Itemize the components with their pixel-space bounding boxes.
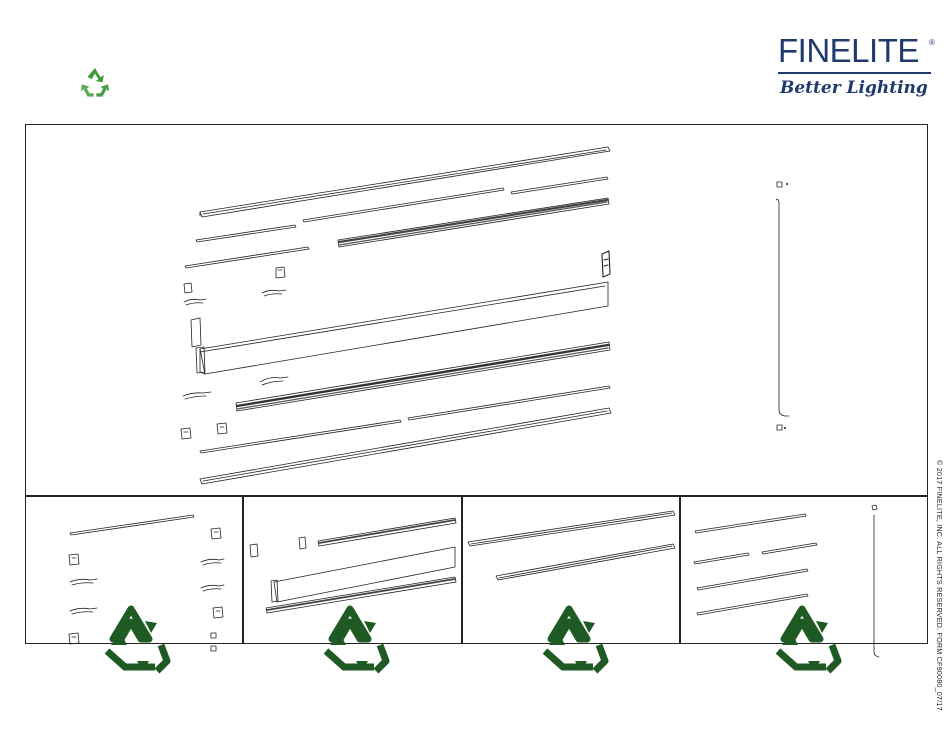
reflector-channel bbox=[236, 342, 610, 411]
top-channel bbox=[200, 147, 610, 217]
spring-clip bbox=[184, 299, 206, 305]
recycle-icon bbox=[545, 609, 605, 671]
end-bracket bbox=[602, 251, 610, 277]
spring-clip bbox=[260, 377, 288, 385]
thin-rail bbox=[695, 514, 806, 533]
spring-clip bbox=[70, 579, 97, 585]
diffuser-strip bbox=[338, 198, 609, 247]
cable-gripper bbox=[211, 646, 216, 651]
spring-clip bbox=[201, 585, 224, 591]
thin-rail bbox=[408, 386, 610, 420]
end-cap bbox=[191, 318, 201, 347]
cable-gripper bbox=[211, 633, 216, 638]
bracket-part bbox=[184, 283, 192, 293]
reflector-channel bbox=[266, 577, 456, 613]
suspension-cable bbox=[776, 182, 789, 430]
thin-rail bbox=[694, 553, 749, 564]
suspension-cable bbox=[872, 505, 879, 657]
lens-channel bbox=[496, 544, 675, 580]
copyright-notice: © 2017 FINELITE, INC. ALL RIGHTS RESERVE… bbox=[934, 460, 946, 680]
thin-rail bbox=[200, 420, 401, 453]
thin-rail bbox=[185, 247, 309, 268]
spring-clip bbox=[262, 290, 286, 296]
bracket-part bbox=[69, 633, 79, 644]
diffuser-strip bbox=[318, 518, 456, 546]
recycle-icon bbox=[326, 609, 386, 671]
bracket-part bbox=[211, 528, 221, 539]
bracket-part bbox=[299, 537, 306, 549]
clip-part bbox=[276, 267, 285, 278]
copyright-text: © 2017 FINELITE, INC. ALL RIGHTS RESERVE… bbox=[935, 460, 944, 711]
bracket-part bbox=[181, 428, 191, 439]
spring-clip bbox=[70, 608, 97, 614]
thin-rail bbox=[697, 594, 808, 615]
thin-rail bbox=[697, 569, 808, 590]
end-cap bbox=[250, 544, 258, 557]
recycle-icon bbox=[778, 609, 838, 671]
thin-rail bbox=[762, 543, 817, 554]
spring-clip bbox=[201, 559, 224, 565]
recycle-icon bbox=[107, 609, 167, 671]
bracket-part bbox=[69, 554, 79, 565]
thin-rail bbox=[70, 515, 194, 535]
bracket-part bbox=[217, 423, 227, 434]
bottom-channel bbox=[200, 408, 611, 484]
spring-clip bbox=[183, 392, 211, 399]
lens-channel bbox=[468, 511, 675, 546]
bracket-part bbox=[213, 607, 223, 618]
